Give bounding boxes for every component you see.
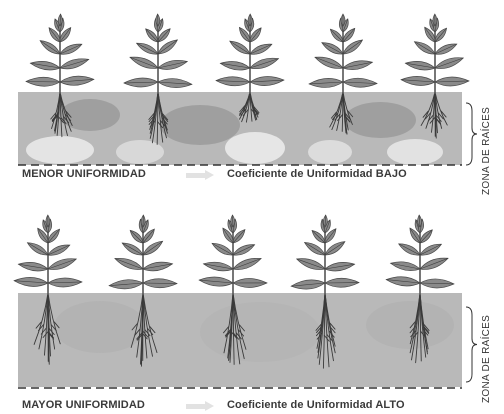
moisture-zone [308, 140, 352, 164]
brace-icon [466, 307, 477, 382]
moisture-zone [344, 102, 416, 138]
moisture-zone [26, 136, 94, 164]
panel-low-uniformity: ZONA DE RAÍCES MENOR UNIFORMIDAD Coefici… [0, 0, 504, 207]
moisture-zone [366, 301, 454, 349]
moisture-zone [387, 139, 443, 165]
root-zone-label: ZONA DE RAÍCES [481, 107, 492, 195]
root-zone-label: ZONA DE RAÍCES [481, 315, 492, 403]
moisture-zone [200, 302, 320, 362]
moisture-zone [160, 105, 240, 145]
moisture-zone [225, 132, 285, 164]
low-uniformity-label: MENOR UNIFORMIDAD [22, 168, 146, 180]
coefficient-low-label: Coeficiente de Uniformidad BAJO [227, 168, 407, 180]
coefficient-high-label: Coeficiente de Uniformidad ALTO [227, 399, 405, 411]
high-uniformity-label: MAYOR UNIFORMIDAD [22, 399, 145, 411]
irrigation-diagram-high [0, 207, 504, 414]
brace-icon [466, 103, 477, 165]
panel-high-uniformity: ZONA DE RAÍCES MAYOR UNIFORMIDAD Coefici… [0, 207, 504, 414]
